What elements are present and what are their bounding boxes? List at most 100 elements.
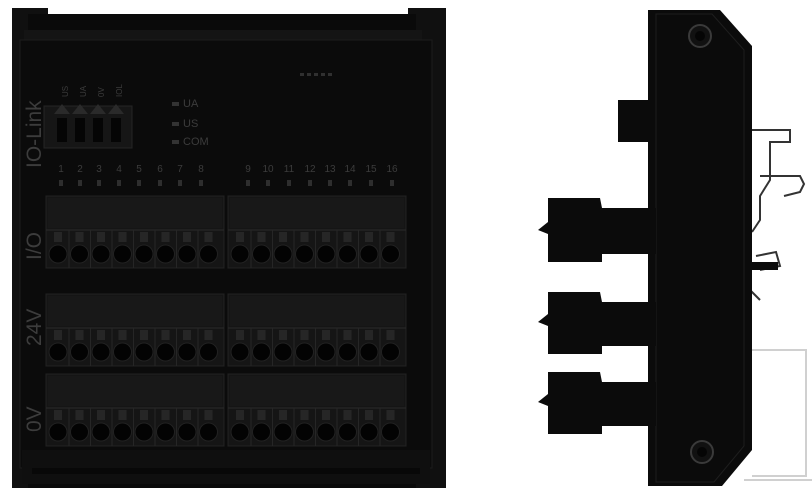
- side-terminal-plug: [538, 372, 656, 434]
- channel-led-slot: [199, 180, 203, 186]
- terminal-hole: [199, 342, 218, 362]
- terminal-release-slot: [97, 330, 105, 340]
- terminal-release-slot: [386, 410, 395, 420]
- terminal-hole: [273, 422, 293, 442]
- terminal-hole: [316, 342, 336, 362]
- terminal-release-slot: [365, 232, 373, 242]
- terminal-block: [45, 195, 225, 269]
- channel-label: 14: [344, 164, 356, 175]
- terminal-hole: [273, 244, 293, 264]
- channel-led-slot: [158, 180, 162, 186]
- terminal-hole: [199, 422, 218, 442]
- terminal-release-slot: [183, 330, 191, 340]
- channel-led-slot: [78, 180, 82, 186]
- led-us-label: US: [183, 118, 198, 130]
- led-com-label: COM: [183, 136, 209, 148]
- terminal-hole: [156, 244, 175, 264]
- terminal-release-slot: [365, 410, 373, 420]
- terminal-hole: [230, 244, 250, 264]
- terminal-release-slot: [236, 232, 244, 242]
- led-ua-indicator: [172, 102, 179, 106]
- din-clip: [749, 129, 806, 301]
- terminal-release-slot: [386, 330, 395, 340]
- terminal-release-slot: [300, 330, 309, 340]
- housing-base-groove: [32, 468, 420, 474]
- terminal-hole: [48, 244, 68, 264]
- terminal-release-slot: [118, 410, 127, 420]
- terminal-hole: [156, 422, 175, 442]
- terminal-hole: [134, 422, 154, 442]
- terminal-release-slot: [322, 330, 330, 340]
- terminal-hole: [48, 342, 68, 362]
- terminal-blocks: [45, 195, 407, 447]
- terminal-hole: [338, 342, 357, 362]
- channel-label: 11: [284, 164, 295, 175]
- side-terminal-plug: [538, 292, 656, 354]
- terminal-hole: [252, 422, 271, 442]
- terminal-hole: [381, 244, 400, 264]
- channel-led-slot: [59, 180, 63, 186]
- terminal-hole: [359, 342, 379, 362]
- pin-label-0v: 0V: [97, 87, 106, 97]
- channel-label: 6: [157, 164, 163, 175]
- terminal-hole: [48, 422, 68, 442]
- channel-label: 10: [262, 164, 274, 175]
- io-label: I/O: [23, 232, 46, 260]
- channel-label: 1: [58, 164, 64, 175]
- terminal-hole: [113, 244, 132, 264]
- channel-labels-left: 1 2 3 4 5 6 7 8: [58, 164, 204, 175]
- terminal-release-slot: [183, 232, 191, 242]
- terminal-release-slot: [140, 410, 148, 420]
- channel-led-slot: [137, 180, 141, 186]
- channel-label: 13: [324, 164, 336, 175]
- terminal-release-slot: [279, 330, 287, 340]
- terminal-release-slot: [204, 232, 213, 242]
- terminal-hole: [70, 244, 89, 264]
- terminal-release-slot: [75, 330, 84, 340]
- terminal-hole: [70, 422, 89, 442]
- terminal-hole: [316, 422, 336, 442]
- channel-label: 8: [198, 164, 204, 175]
- terminal-release-slot: [204, 330, 213, 340]
- terminal-hole: [252, 342, 271, 362]
- terminal-hole: [273, 342, 293, 362]
- terminal-block: [45, 293, 225, 367]
- terminal-hole: [70, 342, 89, 362]
- terminal-block: [227, 293, 407, 367]
- terminal-hole: [295, 422, 314, 442]
- channel-led-slot: [117, 180, 121, 186]
- pin-label-us: US: [61, 86, 70, 97]
- terminal-release-slot: [279, 232, 287, 242]
- terminal-release-slot: [97, 410, 105, 420]
- channel-led-slot: [369, 180, 373, 186]
- led-us-indicator: [172, 122, 179, 126]
- terminal-release-slot: [140, 232, 148, 242]
- channel-leds: [59, 180, 394, 186]
- terminal-release-slot: [75, 232, 84, 242]
- channel-led-slot: [348, 180, 352, 186]
- connector-arrows: [54, 104, 124, 114]
- channel-label: 12: [304, 164, 316, 175]
- terminal-release-slot: [97, 232, 105, 242]
- terminal-hole: [338, 422, 357, 442]
- terminal-hole: [316, 244, 336, 264]
- led-com-indicator: [172, 140, 179, 144]
- terminal-hole: [381, 422, 400, 442]
- terminal-block: [227, 373, 407, 447]
- terminal-release-slot: [54, 410, 62, 420]
- channel-label: 16: [386, 164, 398, 175]
- terminal-hole: [177, 422, 197, 442]
- terminal-release-slot: [118, 232, 127, 242]
- led-ua-label: UA: [183, 98, 199, 110]
- channel-label: 5: [136, 164, 142, 175]
- channel-led-slot: [328, 180, 332, 186]
- terminal-release-slot: [54, 232, 62, 242]
- terminal-release-slot: [140, 330, 148, 340]
- terminal-hole: [295, 244, 314, 264]
- status-leds: UA US COM: [172, 98, 209, 148]
- terminal-hole: [338, 244, 357, 264]
- channel-labels-right: 9 10 11 12 13 14 15 16: [245, 164, 398, 175]
- front-view: IO-Link I/O 24V 0V US UA 0V IOL: [12, 8, 446, 488]
- terminal-release-slot: [343, 330, 352, 340]
- screw-icon: [688, 24, 712, 48]
